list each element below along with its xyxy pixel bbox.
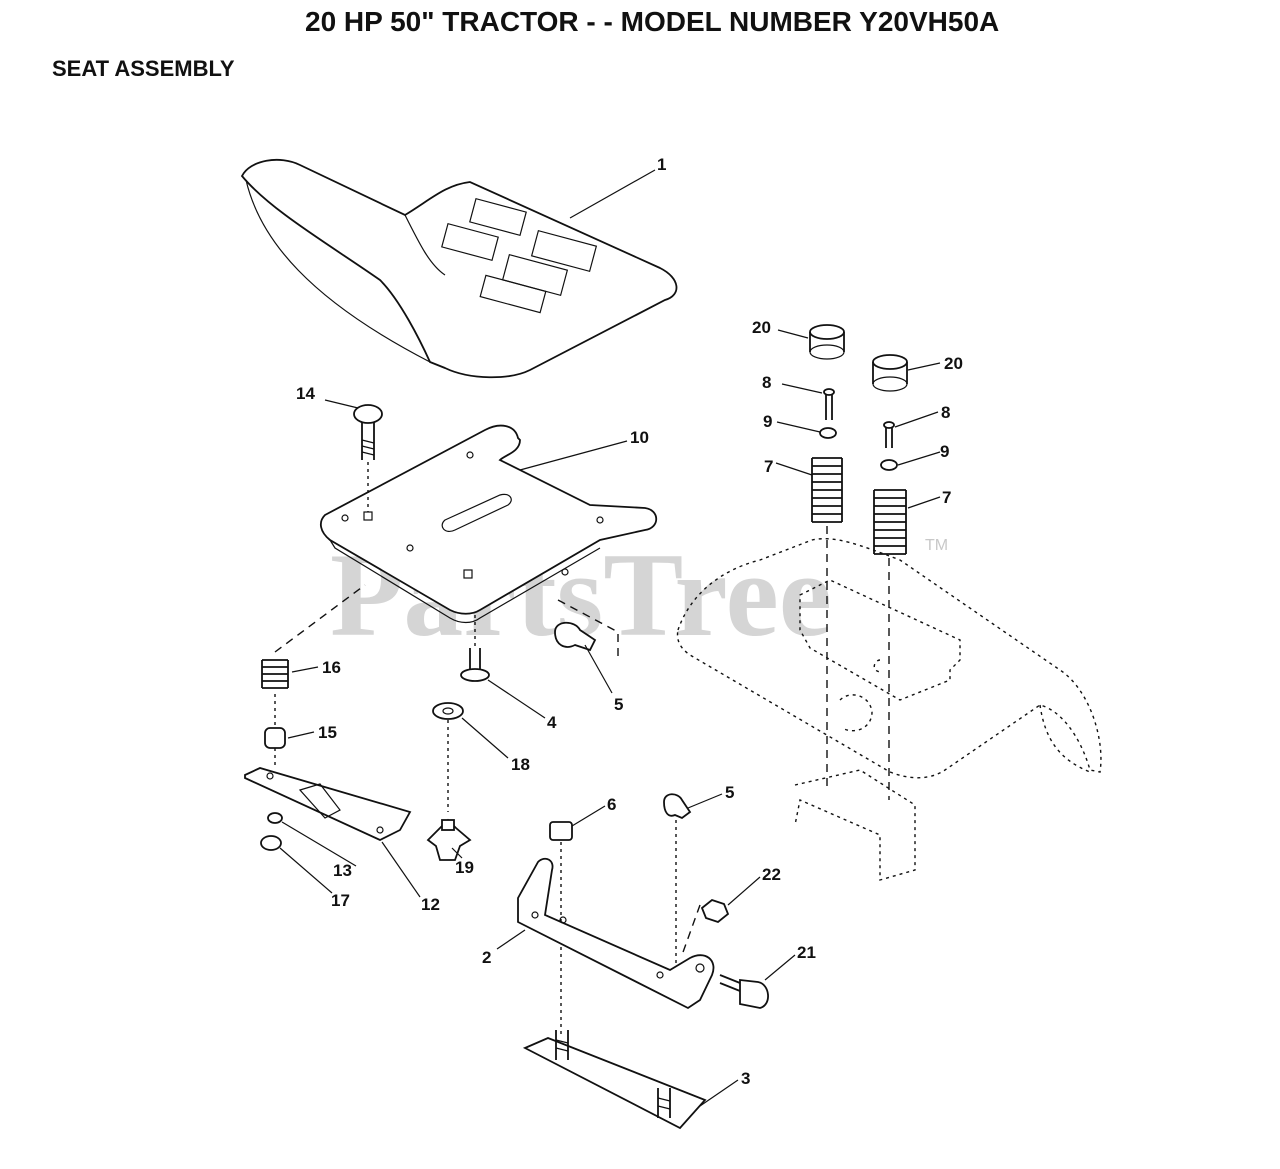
part-spacer-20-left[interactable] — [809, 324, 845, 360]
watermark-tm: TM — [925, 537, 948, 554]
callout-20-right: 20 — [944, 354, 963, 373]
part-bushing-15[interactable] — [264, 727, 286, 749]
callout-5-lower: 5 — [725, 783, 734, 802]
callout-7-left: 7 — [764, 457, 773, 476]
part-bolt-21[interactable] — [719, 974, 769, 1009]
callout-20-left: 20 — [752, 318, 771, 337]
part-spring-7-left[interactable] — [811, 457, 843, 523]
part-seat[interactable] — [240, 158, 678, 379]
part-knob-19[interactable] — [426, 818, 472, 861]
callout-9-right: 9 — [940, 442, 949, 461]
part-carriage-bolt-14[interactable] — [353, 404, 383, 460]
callout-6: 6 — [607, 795, 616, 814]
part-nut-6[interactable] — [549, 821, 573, 841]
part-washer-9-left[interactable] — [819, 427, 837, 439]
callout-4: 4 — [547, 713, 557, 732]
callout-10: 10 — [630, 428, 649, 447]
leader-lines — [279, 169, 941, 1107]
callout-12: 12 — [421, 895, 440, 914]
part-washer-9-right[interactable] — [880, 459, 898, 471]
part-spring-16[interactable] — [261, 659, 289, 689]
callout-16: 16 — [322, 658, 341, 677]
callout-22: 22 — [762, 865, 781, 884]
part-nut-17[interactable] — [260, 835, 282, 851]
callout-17: 17 — [331, 891, 350, 910]
diagram-title: 20 HP 50" TRACTOR - - MODEL NUMBER Y20VH… — [305, 6, 1000, 37]
callout-21: 21 — [797, 943, 816, 962]
fender-outline — [676, 538, 1102, 881]
callout-9-left: 9 — [763, 412, 772, 431]
part-spacer-20-right[interactable] — [872, 354, 908, 392]
part-bolt-8-left[interactable] — [823, 388, 835, 420]
part-plate-3[interactable] — [522, 1030, 707, 1130]
callout-15: 15 — [318, 723, 337, 742]
callout-3: 3 — [741, 1069, 750, 1088]
part-nut-22[interactable] — [700, 898, 730, 924]
part-spring-7-right[interactable] — [873, 489, 907, 555]
part-bracket-12[interactable] — [244, 767, 412, 841]
callout-14: 14 — [296, 384, 315, 403]
callout-19: 19 — [455, 858, 474, 877]
part-clip-5-upper[interactable] — [554, 621, 597, 652]
callout-1: 1 — [657, 155, 666, 174]
callout-18: 18 — [511, 755, 530, 774]
part-washer-18[interactable] — [432, 702, 464, 720]
callout-5-upper: 5 — [614, 695, 623, 714]
callout-13: 13 — [333, 861, 352, 880]
callout-7-right: 7 — [942, 488, 951, 507]
part-bracket-2[interactable] — [517, 857, 715, 1010]
section-title: SEAT ASSEMBLY — [52, 56, 235, 81]
callout-2: 2 — [482, 948, 491, 967]
callout-8-right: 8 — [941, 403, 950, 422]
callout-8-left: 8 — [762, 373, 771, 392]
part-bolt-4[interactable] — [460, 648, 490, 682]
part-clip-5-lower[interactable] — [663, 793, 692, 820]
part-seat-pan[interactable] — [319, 424, 658, 624]
part-bolt-8-right[interactable] — [883, 421, 895, 448]
part-washer-13[interactable] — [267, 812, 283, 824]
